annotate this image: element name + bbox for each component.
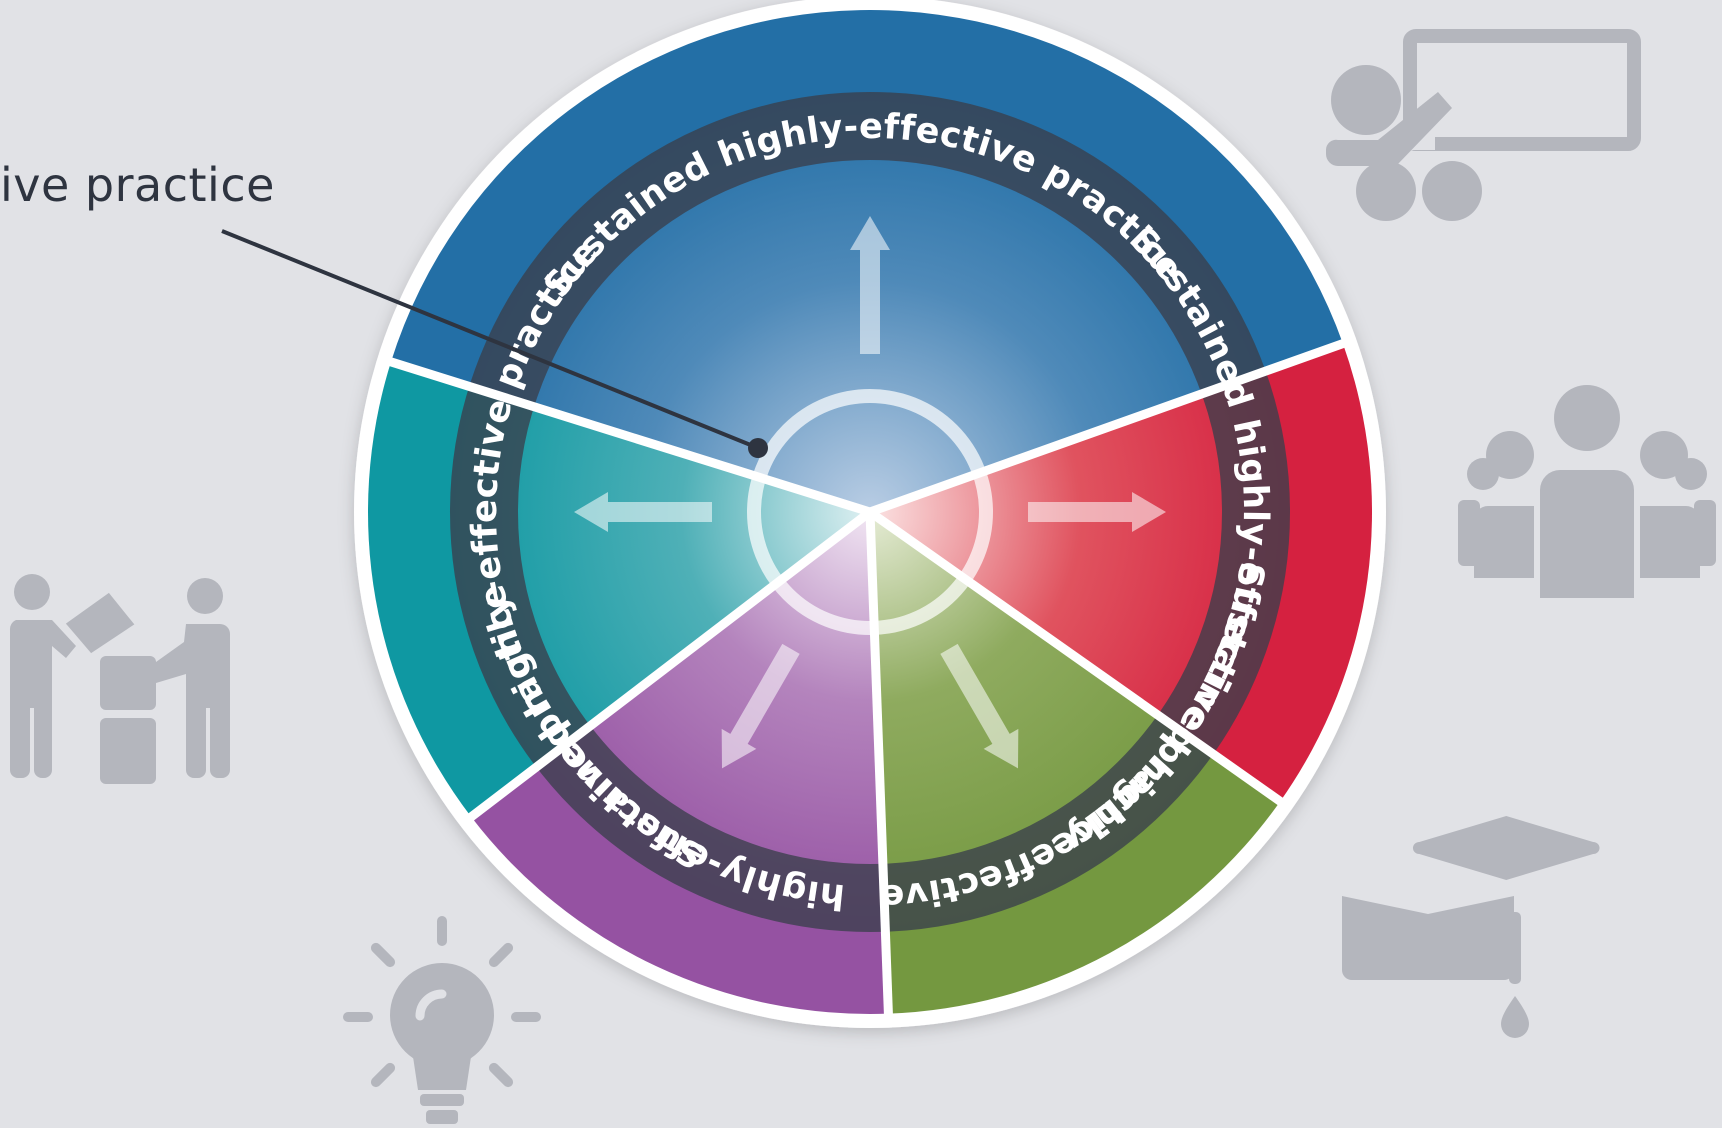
center-circle bbox=[747, 389, 993, 635]
divider-2 bbox=[867, 508, 1287, 808]
callout-label: ive practice bbox=[0, 158, 275, 212]
divider-3 bbox=[865, 511, 894, 1018]
callout-leader-line bbox=[221, 229, 759, 450]
graduation-cap-icon bbox=[1342, 816, 1600, 1038]
arrow-green bbox=[940, 643, 1019, 769]
segment-dividers bbox=[385, 338, 1349, 1018]
arrow-purple bbox=[721, 643, 800, 769]
arrow-teal bbox=[574, 492, 712, 532]
callout-dot bbox=[748, 438, 768, 458]
arrow-blue bbox=[850, 216, 890, 354]
lightbulb-icon bbox=[343, 916, 541, 1124]
presenter-icon bbox=[1325, 29, 1641, 221]
group-icon bbox=[1458, 385, 1716, 598]
arrow-red bbox=[1028, 492, 1166, 532]
divider-1 bbox=[868, 338, 1349, 517]
dark-ring bbox=[450, 92, 1290, 932]
people-exchange-icon bbox=[9, 574, 230, 784]
divider-4 bbox=[465, 508, 873, 823]
divider-5 bbox=[385, 356, 872, 517]
segment-arrows bbox=[574, 216, 1166, 769]
